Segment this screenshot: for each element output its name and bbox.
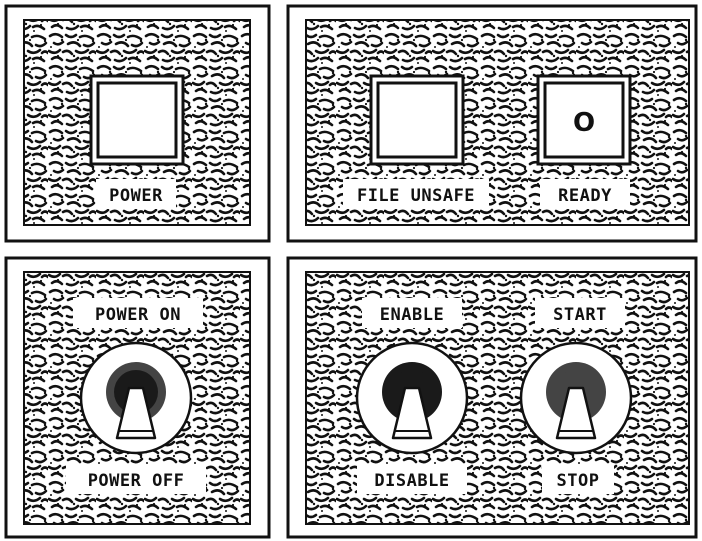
ready-lamp-indicator: O	[573, 108, 595, 138]
status-lamps-panel: O FILE UNSAFE READY	[286, 4, 698, 243]
file-unsafe-label-plate	[343, 179, 489, 209]
power-lamp-panel: POWER	[4, 4, 271, 243]
stop-label: STOP	[557, 471, 600, 491]
ready-label: READY	[558, 186, 612, 206]
power-label: POWER	[109, 186, 163, 206]
power-indicator-lamp	[89, 74, 185, 166]
start-toggle-lever[interactable]	[555, 386, 597, 440]
power-switch-panel: POWER ON POWER OFF	[4, 256, 271, 539]
enable-label-plate	[362, 298, 462, 328]
power-toggle-switch[interactable]	[79, 341, 193, 455]
disable-label: DISABLE	[374, 471, 449, 491]
ready-label-plate	[540, 179, 630, 209]
enable-toggle-lever[interactable]	[391, 386, 433, 440]
power-label-plate	[96, 179, 176, 209]
ready-indicator-lamp: O	[536, 74, 632, 166]
start-toggle-switch[interactable]	[519, 341, 633, 455]
power-on-label-plate	[73, 298, 203, 328]
start-label: START	[553, 305, 607, 325]
start-label-plate	[535, 298, 625, 328]
control-switches-panel: ENABLE DISABLE START STOP	[286, 256, 698, 539]
enable-label: ENABLE	[380, 305, 444, 325]
power-toggle-lever[interactable]	[115, 386, 157, 440]
disable-label-plate	[357, 464, 467, 494]
file-unsafe-label: FILE UNSAFE	[357, 186, 475, 206]
stop-label-plate	[542, 464, 614, 494]
power-off-label: POWER OFF	[88, 471, 185, 491]
enable-toggle-switch[interactable]	[355, 341, 469, 455]
file-unsafe-indicator-lamp	[369, 74, 465, 166]
power-off-label-plate	[66, 464, 206, 494]
power-on-label: POWER ON	[95, 305, 181, 325]
